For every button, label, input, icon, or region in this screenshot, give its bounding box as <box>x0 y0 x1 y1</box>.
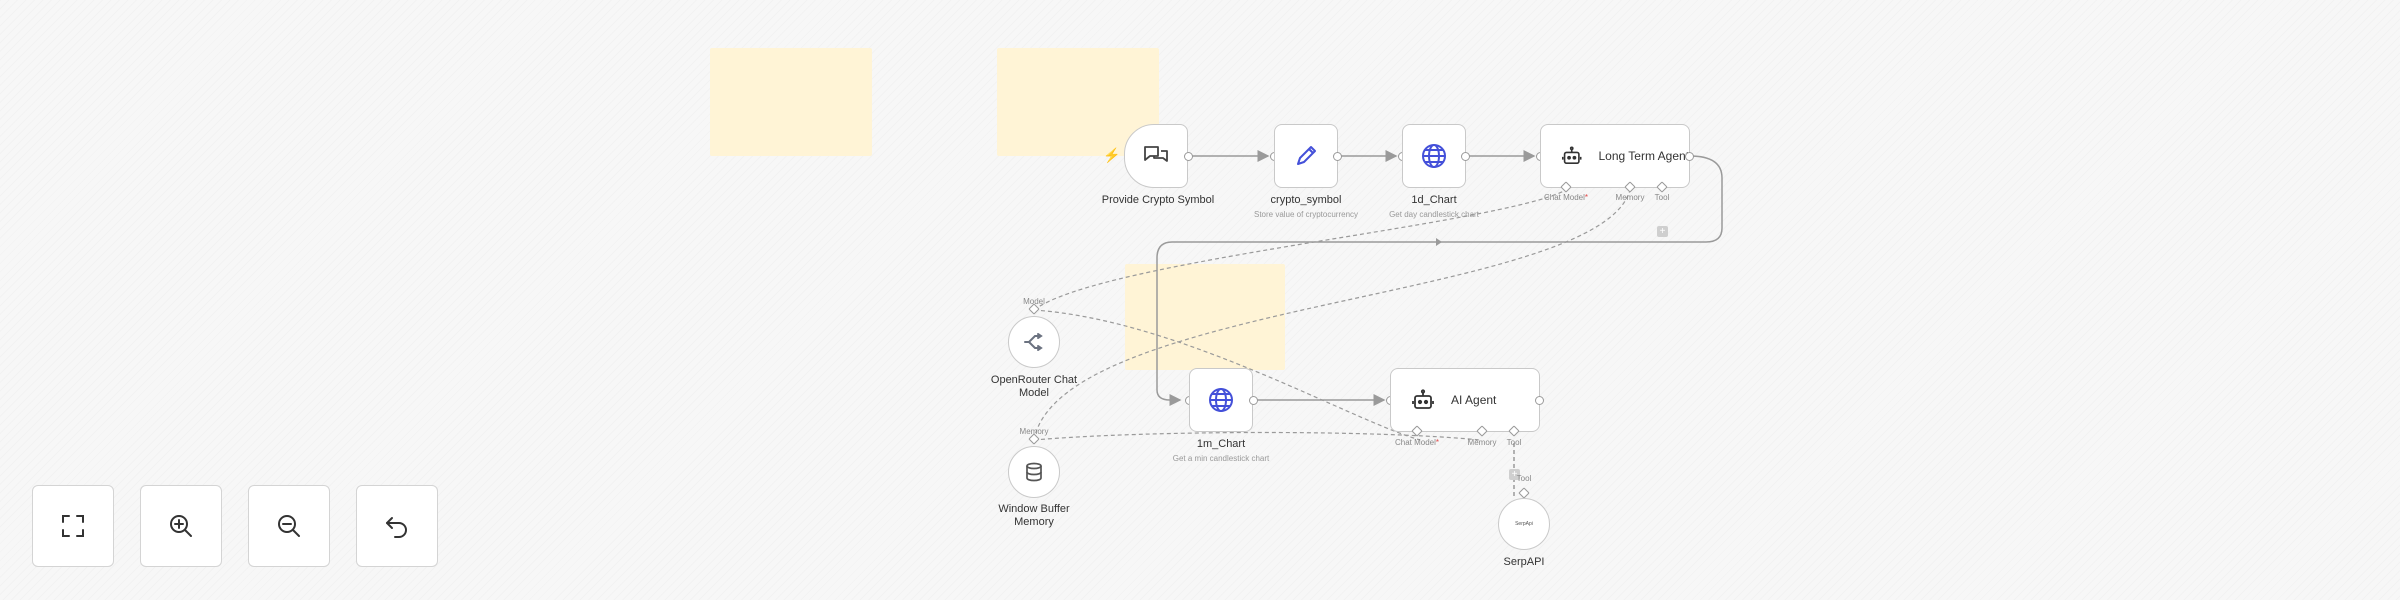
port-label-openrouter-model: Model <box>1023 297 1045 306</box>
fit-view-button[interactable] <box>32 485 114 567</box>
undo-button[interactable] <box>356 485 438 567</box>
node-label-window-buffer-memory: Window Buffer Memory <box>998 503 1070 528</box>
1d-chart-output-handle[interactable] <box>1461 152 1470 161</box>
zoom-out-button[interactable] <box>248 485 330 567</box>
ai-agent-add-tool-button[interactable]: + <box>1509 469 1520 480</box>
port-label-long-term-chat-model: Chat Model* <box>1543 193 1589 202</box>
port-label-serpapi-tool: Tool <box>1516 474 1532 483</box>
robot-icon <box>1561 146 1582 164</box>
zoom-in-icon <box>170 515 192 537</box>
sticky-note-3[interactable] <box>1125 264 1285 370</box>
node-ai-agent[interactable]: AI Agent <box>1390 368 1540 432</box>
port-label-ai-agent-chat-model: Chat Model* <box>1394 438 1440 447</box>
node-label-crypto-symbol: crypto_symbol <box>1270 194 1342 206</box>
pencil-icon <box>1297 146 1316 165</box>
fullscreen-icon <box>62 515 84 537</box>
1m-chart-output-handle[interactable] <box>1249 396 1258 405</box>
node-serpapi[interactable]: SerpApi <box>1498 498 1550 550</box>
long-term-agent-add-tool-button[interactable]: + <box>1657 226 1668 237</box>
node-label-serpapi: SerpAPI <box>1503 556 1545 568</box>
port-label-ai-agent-memory: Memory <box>1467 438 1497 447</box>
crypto-symbol-output-handle[interactable] <box>1333 152 1342 161</box>
globe-icon <box>1422 144 1446 168</box>
globe-icon <box>1209 388 1233 412</box>
node-label-provide-crypto-symbol: Provide Crypto Symbol <box>1101 194 1215 206</box>
node-1d-chart[interactable] <box>1402 124 1466 188</box>
long-term-agent-output-handle[interactable] <box>1685 152 1694 161</box>
node-long-term-agent[interactable]: Long Term Agent <box>1540 124 1690 188</box>
trigger-bolt-icon: ⚡ <box>1103 147 1121 163</box>
chat-icon <box>1144 146 1168 162</box>
node-openrouter-chat-model[interactable] <box>1008 316 1060 368</box>
undo-icon <box>386 517 407 538</box>
node-subtitle-1d-chart: Get day candlestick chart <box>1389 210 1479 219</box>
database-icon <box>1026 462 1042 482</box>
port-label-window-buffer-memory: Memory <box>1019 427 1049 436</box>
node-1m-chart[interactable] <box>1189 368 1253 432</box>
node-label-long-term-agent: Long Term Agent <box>1598 149 1689 163</box>
ai-agent-output-handle[interactable] <box>1535 396 1544 405</box>
node-subtitle-crypto-symbol: Store value of cryptocurrency <box>1253 210 1359 219</box>
zoom-in-button[interactable] <box>140 485 222 567</box>
node-label-ai-agent: AI Agent <box>1451 393 1497 407</box>
serpapi-tool-handle[interactable] <box>1518 487 1530 499</box>
port-label-long-term-tool: Tool <box>1654 193 1670 202</box>
openrouter-icon <box>1024 333 1043 351</box>
port-label-ai-agent-tool: Tool <box>1506 438 1522 447</box>
node-window-buffer-memory[interactable] <box>1008 446 1060 498</box>
node-crypto-symbol[interactable] <box>1274 124 1338 188</box>
node-label-openrouter-chat-model: OpenRouter Chat Model <box>990 374 1078 399</box>
edge-model-to-long-term-agent <box>1033 189 1567 311</box>
sticky-note-1[interactable] <box>710 48 872 156</box>
robot-icon <box>1412 389 1434 409</box>
serpapi-logo-icon: SerpApi <box>1515 521 1533 527</box>
edge-direction-marker <box>1436 238 1442 246</box>
port-label-long-term-memory: Memory <box>1615 193 1645 202</box>
node-subtitle-1m-chart: Get a min candlestick chart <box>1172 454 1270 463</box>
node-label-1d-chart: 1d_Chart <box>1411 194 1457 206</box>
node-provide-crypto-symbol[interactable] <box>1124 124 1188 188</box>
zoom-out-icon <box>278 515 300 537</box>
provide-crypto-symbol-output-handle[interactable] <box>1184 152 1193 161</box>
node-label-1m-chart: 1m_Chart <box>1196 438 1246 450</box>
